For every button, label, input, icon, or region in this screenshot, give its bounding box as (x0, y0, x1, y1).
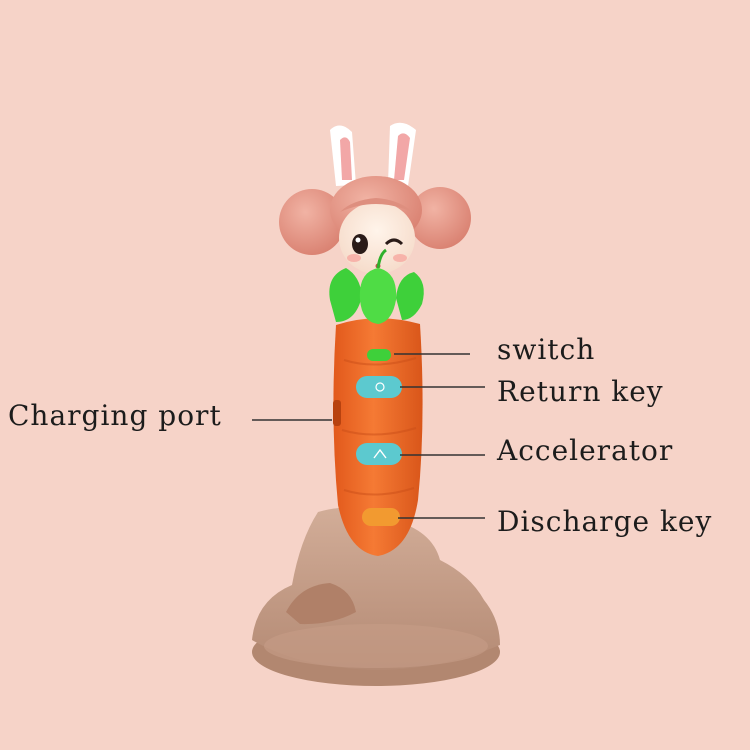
charging-port (333, 400, 341, 426)
carrot-leaves (329, 248, 424, 324)
switch-label: switch (497, 333, 596, 366)
doll-figure (279, 122, 471, 274)
discharge-key-label: Discharge key (497, 505, 713, 538)
charging-port-label: Charging port (8, 399, 222, 432)
return-key-button (356, 376, 402, 398)
return-key-symbol-icon (375, 382, 385, 392)
accelerator-label: Accelerator (497, 434, 674, 467)
base-stand (252, 507, 500, 686)
accelerator-button (356, 443, 402, 465)
switch-toggle (367, 349, 391, 361)
discharge-key-button (362, 508, 400, 526)
carrot-body (333, 318, 423, 556)
return-key-label: Return key (497, 375, 664, 408)
accelerator-symbol-icon (373, 448, 387, 459)
